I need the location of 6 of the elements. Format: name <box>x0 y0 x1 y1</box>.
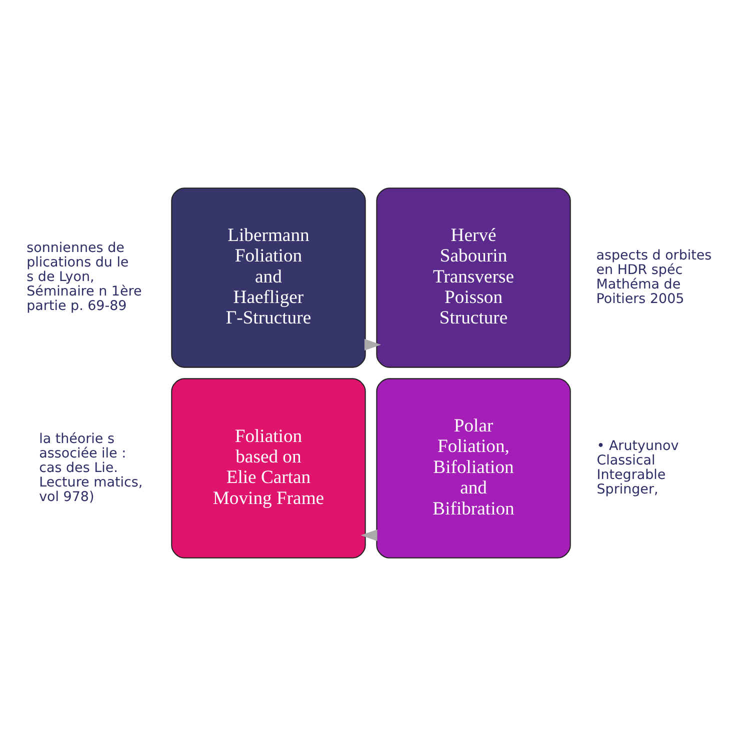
label: aspects d orbites en HDR spéc Mathéma de Poitiers 2005 <box>596 248 712 306</box>
label: la théorie s associée ile : cas des Lie. Lecture matics, vol 978) <box>39 431 143 504</box>
node-box: Foliation based on Elie Cartan Moving Frame <box>171 378 366 558</box>
label: • Arutyunov Classical Integrable Springer, <box>596 438 679 498</box>
node-box: Hervé Sabourin Transverse Poisson Structure <box>376 187 571 368</box>
label: sonniennes de plications du le s de Lyon, Séminaire n 1ère partie p. 69-89 <box>26 240 142 314</box>
